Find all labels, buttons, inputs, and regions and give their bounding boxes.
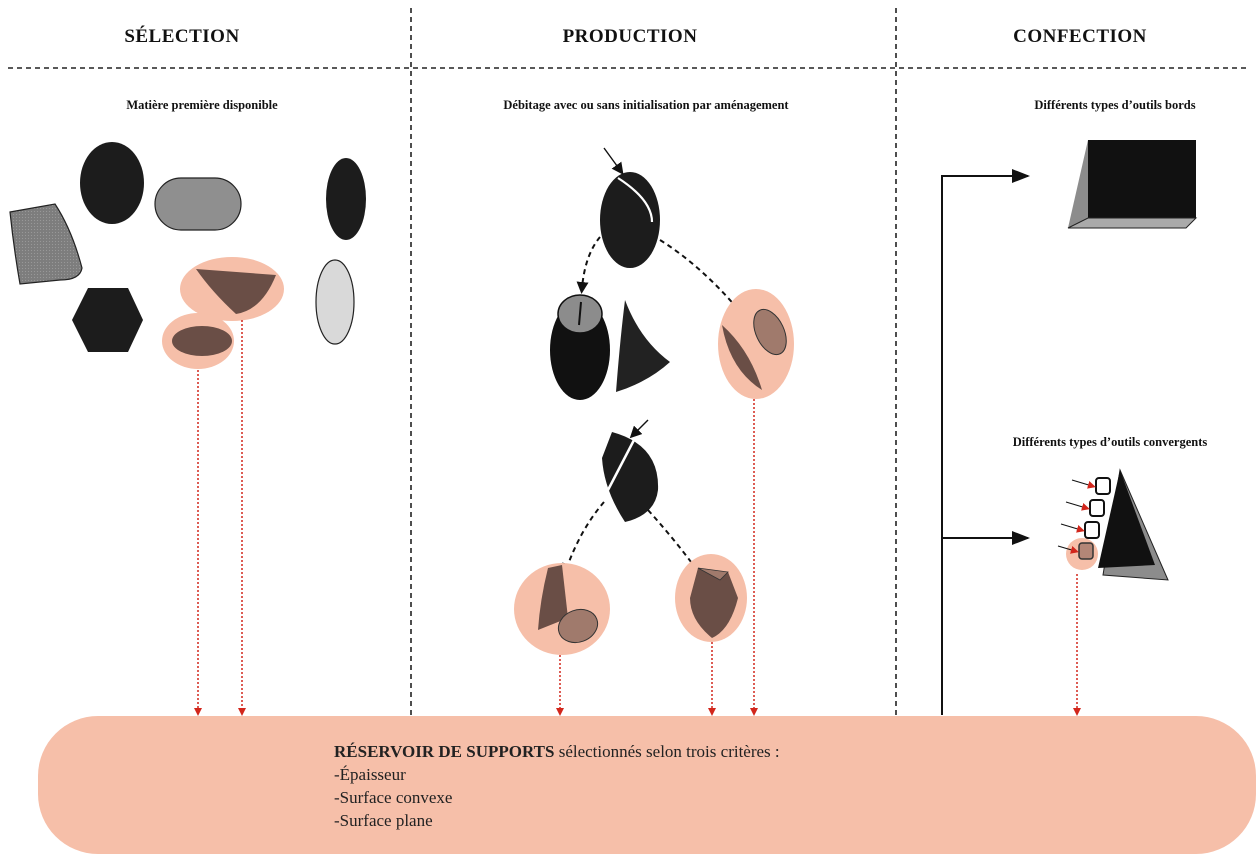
retouch-notch-1 — [1095, 477, 1111, 495]
criterion-3: -Surface plane — [334, 811, 433, 830]
edge-tool-face — [1088, 140, 1196, 218]
flake-right-2 — [690, 568, 738, 638]
flake-right-1 — [722, 325, 762, 390]
percussion-arrow-2 — [629, 419, 649, 439]
core-fracture-line-2 — [606, 439, 636, 491]
retouch-notch-3 — [1084, 521, 1100, 539]
subhead-outils-convergents: Différents types d’outils convergents — [1012, 435, 1208, 449]
retouch-arrow-3 — [1060, 523, 1085, 533]
measure-mark — [578, 301, 582, 326]
reservoir-title: RÉSERVOIR DE SUPPORTS — [334, 742, 555, 761]
core-nucleus — [600, 172, 660, 268]
raw-nodule-oval — [80, 142, 144, 224]
reservoir-title-rest: sélectionnés selon trois critères : — [554, 742, 780, 761]
percussion-arrow-1 — [603, 147, 624, 175]
confection-connector — [941, 169, 1030, 715]
core-fragment — [616, 300, 670, 392]
criterion-1: -Épaisseur — [334, 765, 406, 784]
raw-nodule-hexagon — [72, 288, 143, 352]
flow-arrow-right-2 — [647, 509, 701, 575]
flow-arrow-left-1 — [576, 236, 601, 294]
reservoir-band — [38, 716, 1256, 854]
retouch-notch-2 — [1089, 499, 1105, 517]
core-fracture-line — [617, 177, 654, 223]
raw-nodule-tall — [326, 158, 366, 240]
core-nucleus-2 — [602, 432, 659, 522]
subhead-outils-bords: Différents types d’outils bords — [1034, 98, 1196, 112]
retouch-arrow-4 — [1057, 545, 1079, 554]
flake-left-2b — [557, 608, 599, 644]
flake-right-1b — [753, 308, 787, 356]
retouch-arrow-2 — [1065, 501, 1090, 511]
selected-flake-2 — [172, 326, 232, 356]
reservoir-text: RÉSERVOIR DE SUPPORTS sélectionnés selon… — [334, 740, 780, 832]
criterion-2: -Surface convexe — [334, 788, 453, 807]
raw-nodule-block — [9, 203, 83, 285]
retouch-arrow-1 — [1071, 479, 1096, 489]
subhead-matiere: Matière première disponible — [126, 98, 278, 112]
raw-nodule-capsule — [154, 177, 242, 231]
flake-right-2-edge — [697, 567, 729, 581]
convergent-tool-face — [1098, 470, 1155, 568]
flake-left-2 — [538, 565, 568, 630]
flow-arrow-right-1 — [659, 239, 741, 313]
retouch-notch-4 — [1078, 542, 1094, 560]
selected-flake-1 — [196, 269, 276, 314]
column-title-production: PRODUCTION — [562, 26, 698, 47]
column-title-selection: SÉLECTION — [124, 26, 240, 47]
raw-nodule-light — [315, 259, 355, 345]
column-title-confection: CONFECTION — [1013, 26, 1147, 47]
edge-tool-bottom — [1067, 217, 1198, 229]
flow-arrow-left-2 — [562, 501, 605, 576]
subhead-debitage: Débitage avec ou sans initialisation par… — [503, 98, 789, 112]
